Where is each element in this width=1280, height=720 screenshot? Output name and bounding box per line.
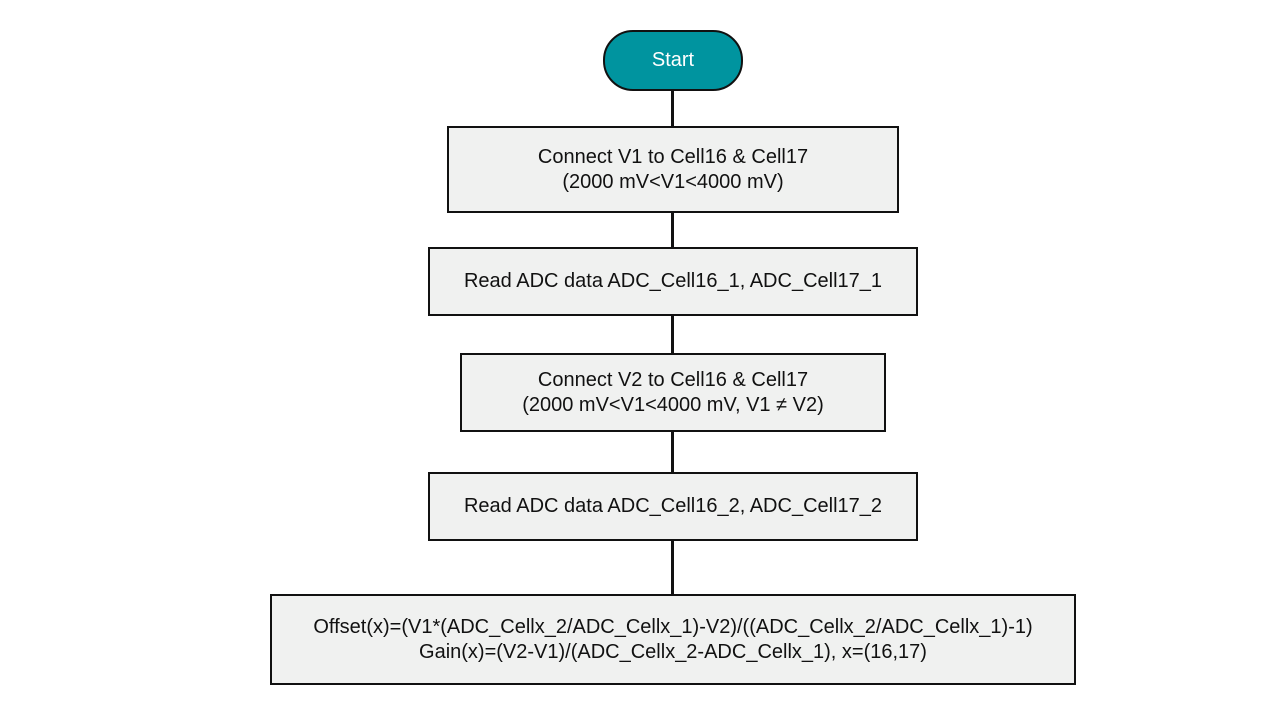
connector-step2-step3 <box>671 315 674 354</box>
start-terminal: Start <box>603 30 743 91</box>
connector-step3-step4 <box>671 431 674 473</box>
step-compute-offset-gain: Offset(x)=(V1*(ADC_Cellx_2/ADC_Cellx_1)-… <box>270 594 1076 685</box>
step-read-adc-2-text: Read ADC data ADC_Cell16_2, ADC_Cell17_2 <box>463 495 883 517</box>
step-read-adc-2: Read ADC data ADC_Cell16_2, ADC_Cell17_2 <box>428 472 918 541</box>
step-connect-v1-range: (2000 mV<V1<4000 mV) <box>562 170 784 193</box>
step-connect-v2: Connect V2 to Cell16 & Cell17 (2000 mV<V… <box>460 353 886 432</box>
step-connect-v1-title: Connect V1 to Cell16 & Cell17 <box>537 145 809 168</box>
step-connect-v1: Connect V1 to Cell16 & Cell17 (2000 mV<V… <box>447 126 899 213</box>
start-label: Start <box>651 49 695 71</box>
step-read-adc-1-text: Read ADC data ADC_Cell16_1, ADC_Cell17_1 <box>463 270 883 292</box>
step-connect-v2-title: Connect V2 to Cell16 & Cell17 <box>537 368 809 391</box>
connector-step1-step2 <box>671 212 674 248</box>
gain-formula: Gain(x)=(V2-V1)/(ADC_Cellx_2-ADC_Cellx_1… <box>419 640 927 663</box>
connector-start-step1 <box>671 90 674 127</box>
connector-step4-step5 <box>671 540 674 596</box>
step-connect-v2-range: (2000 mV<V1<4000 mV, V1 ≠ V2) <box>522 393 824 416</box>
step-read-adc-1: Read ADC data ADC_Cell16_1, ADC_Cell17_1 <box>428 247 918 316</box>
offset-formula: Offset(x)=(V1*(ADC_Cellx_2/ADC_Cellx_1)-… <box>313 615 1033 638</box>
